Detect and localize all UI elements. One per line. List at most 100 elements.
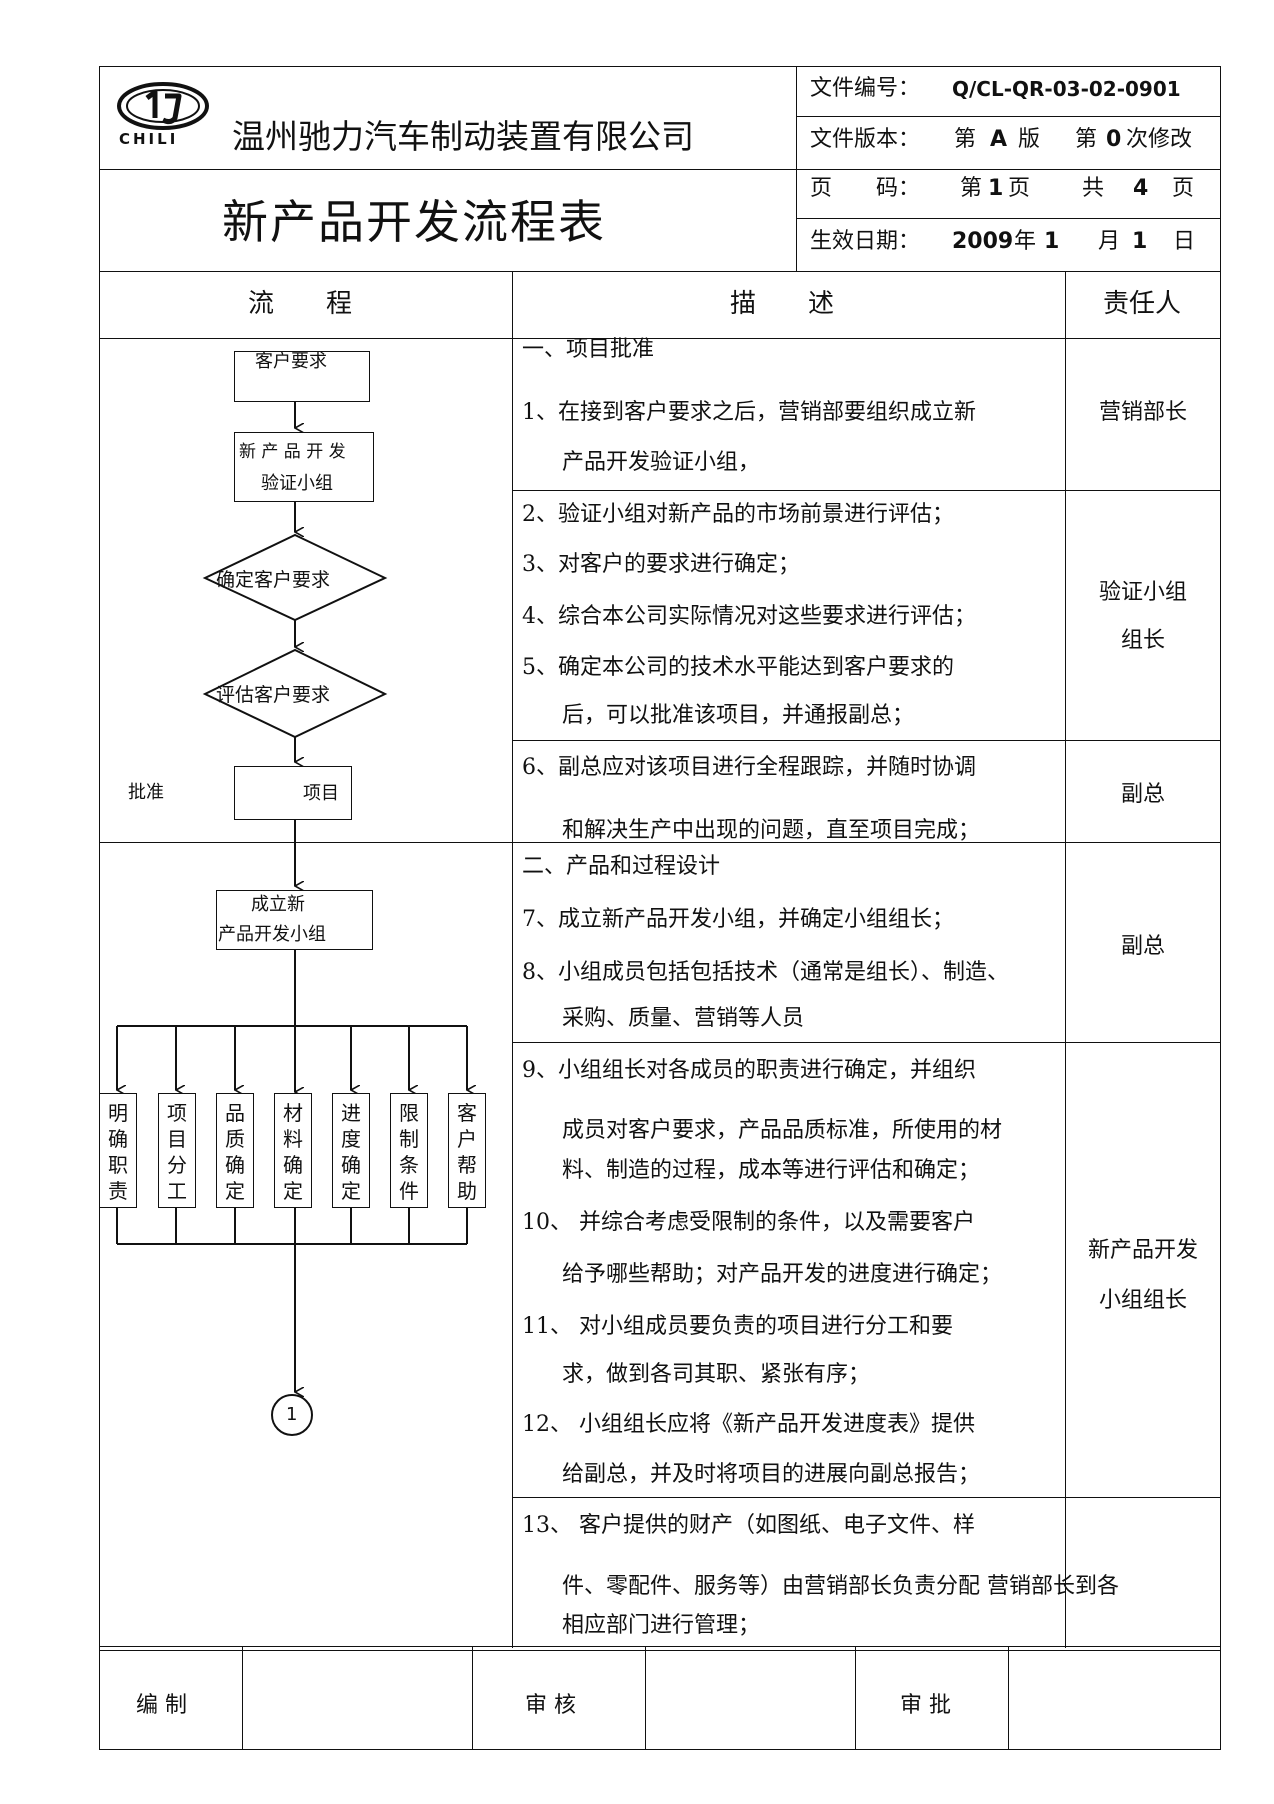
footer-bottom-line bbox=[99, 1749, 1220, 1750]
date-label: 生效日期： bbox=[810, 229, 921, 254]
doc-no-label: 文件编号： bbox=[810, 76, 921, 101]
flow-assess-req: 评估客户要求 bbox=[216, 684, 331, 706]
date-day-unit: 日 bbox=[1173, 229, 1196, 254]
footer-approve-label: 审 批 bbox=[900, 1693, 951, 1718]
footer-border bbox=[99, 1646, 100, 1750]
desc-line: 采购、质量、营销等人员 bbox=[562, 1006, 805, 1031]
page-unit: 页 bbox=[1008, 176, 1031, 201]
rev-value: 0 bbox=[1106, 127, 1122, 152]
company-name: 温州驰力汽车制动装置有限公司 bbox=[232, 117, 694, 156]
desc-line: 成员对客户要求，产品品质标准，所使用的材 bbox=[562, 1118, 1003, 1143]
desc-line: 相应部门进行管理； bbox=[562, 1613, 761, 1638]
footer-border bbox=[1220, 1646, 1221, 1750]
footer-divider bbox=[242, 1646, 243, 1750]
task-box-duties: 明确职责 bbox=[99, 1093, 137, 1208]
connector-circle bbox=[271, 1394, 313, 1436]
resp-dev-leader-1: 新产品开发 bbox=[1087, 1238, 1198, 1263]
footer-compile-label: 编 制 bbox=[136, 1693, 187, 1718]
task-box-customer-help: 客户帮助 bbox=[448, 1093, 486, 1208]
date-year-unit: 年 bbox=[1014, 229, 1037, 254]
border-bottom bbox=[99, 1650, 1220, 1651]
section-line bbox=[99, 842, 1220, 843]
row-line bbox=[512, 490, 1220, 491]
desc-line: 求，做到各司其职、紧张有序； bbox=[562, 1362, 871, 1387]
desc-line: 13、 客户提供的财产（如图纸、电子文件、样 bbox=[522, 1513, 975, 1538]
date-year: 2009 bbox=[952, 229, 1014, 254]
task-box-division: 项目分工 bbox=[158, 1093, 196, 1208]
doc-no-value: Q/CL-QR-03-02-0901 bbox=[952, 77, 1181, 101]
footer-divider bbox=[472, 1646, 473, 1750]
page-prefix: 第 bbox=[960, 176, 983, 201]
resp-vp: 副总 bbox=[1120, 782, 1165, 807]
col-header-desc: 描 述 bbox=[730, 289, 835, 319]
footer-divider bbox=[645, 1646, 646, 1750]
header-line bbox=[99, 169, 1220, 170]
desc-line: 4、综合本公司实际情况对这些要求进行评估； bbox=[522, 604, 976, 629]
task-box-schedule: 进度确定 bbox=[332, 1093, 370, 1208]
version-label: 文件版本： bbox=[810, 127, 921, 152]
desc-line: 给予哪些帮助；对产品开发的进度进行确定； bbox=[562, 1262, 1003, 1287]
flow-confirm-req: 确定客户要求 bbox=[216, 569, 331, 591]
rev-unit: 次修改 bbox=[1126, 127, 1193, 152]
row-line bbox=[512, 1042, 1220, 1043]
header-line bbox=[796, 116, 1220, 117]
chili-logo-icon bbox=[117, 82, 209, 130]
flow-box-verify-group: 新 产 品 开 发 验证小组 bbox=[234, 432, 374, 502]
version-value: A bbox=[990, 127, 1008, 152]
desc-line: 产品开发验证小组， bbox=[562, 450, 761, 475]
decision-diamond bbox=[202, 533, 388, 622]
desc-line: 10、 并综合考虑受限制的条件，以及需要客户 bbox=[522, 1210, 975, 1235]
border-left bbox=[99, 66, 100, 1651]
col-header-resp: 责任人 bbox=[1103, 289, 1182, 319]
date-day: 1 bbox=[1132, 229, 1148, 254]
header-line bbox=[99, 271, 1220, 272]
date-month: 1 bbox=[1044, 229, 1060, 254]
footer-divider bbox=[1008, 1646, 1009, 1750]
desc-line: 2、验证小组对新产品的市场前景进行评估； bbox=[522, 502, 954, 527]
version-unit: 版 bbox=[1018, 127, 1041, 152]
rev-prefix: 第 bbox=[1075, 127, 1098, 152]
desc-line: 6、副总应对该项目进行全程跟踪，并随时协调 bbox=[522, 755, 976, 780]
desc-line: 件、零配件、服务等）由营销部长负责分配 营销部长到各 bbox=[562, 1574, 1119, 1599]
desc-line: 和解决生产中出现的问题，直至项目完成； bbox=[562, 818, 981, 843]
date-month-unit: 月 bbox=[1098, 229, 1121, 254]
total-value: 4 bbox=[1133, 176, 1149, 201]
section-title-design: 二、产品和过程设计 bbox=[522, 854, 721, 879]
task-box-quality: 品质确定 bbox=[216, 1093, 254, 1208]
flowchart-connectors bbox=[116, 402, 512, 1436]
desc-line: 9、小组组长对各成员的职责进行确定，并组织 bbox=[522, 1058, 976, 1083]
footer-divider bbox=[855, 1646, 856, 1750]
version-prefix: 第 bbox=[954, 127, 977, 152]
col-header-flow: 流 程 bbox=[248, 289, 353, 319]
resp-vp: 副总 bbox=[1120, 934, 1165, 959]
resp-verify-leader-1: 验证小组 bbox=[1098, 580, 1187, 605]
column-divider bbox=[512, 271, 513, 1648]
total-unit: 页 bbox=[1172, 176, 1195, 201]
flow-approve-label: 批准 bbox=[128, 782, 164, 803]
row-line bbox=[512, 1497, 1220, 1498]
flow-box-project: 项目 bbox=[234, 766, 352, 820]
footer-top-line bbox=[99, 1646, 1220, 1647]
company-logo: CHILI bbox=[113, 76, 213, 152]
desc-line: 7、成立新产品开发小组，并确定小组组长； bbox=[522, 907, 954, 932]
header-line bbox=[796, 218, 1220, 219]
task-box-material: 材料确定 bbox=[274, 1093, 312, 1208]
resp-verify-leader-2: 组长 bbox=[1120, 628, 1165, 653]
desc-line: 5、确定本公司的技术水平能达到客户要求的 bbox=[522, 655, 954, 680]
desc-line: 1、在接到客户要求之后，营销部要组织成立新 bbox=[522, 400, 976, 425]
section-title-approval: 一、项目批准 bbox=[522, 337, 655, 362]
border-right bbox=[1220, 66, 1221, 1651]
page-title: 新产品开发流程表 bbox=[222, 195, 606, 249]
desc-line: 8、小组成员包括包括技术（通常是组长）、制造、 bbox=[522, 960, 1009, 985]
desc-line: 料、制造的过程，成本等进行评估和确定； bbox=[562, 1158, 981, 1183]
resp-dev-leader-2: 小组组长 bbox=[1098, 1288, 1187, 1313]
column-header-line bbox=[99, 338, 1220, 339]
logo-text: CHILI bbox=[119, 130, 179, 148]
desc-line: 3、对客户的要求进行确定； bbox=[522, 552, 800, 577]
page-value: 1 bbox=[988, 176, 1004, 201]
task-box-constraints: 限制条件 bbox=[390, 1093, 428, 1208]
page-label: 页 码： bbox=[810, 176, 921, 201]
resp-marketing-head: 营销部长 bbox=[1098, 400, 1187, 425]
flow-box-customer-req: 客户要求 bbox=[234, 351, 370, 402]
